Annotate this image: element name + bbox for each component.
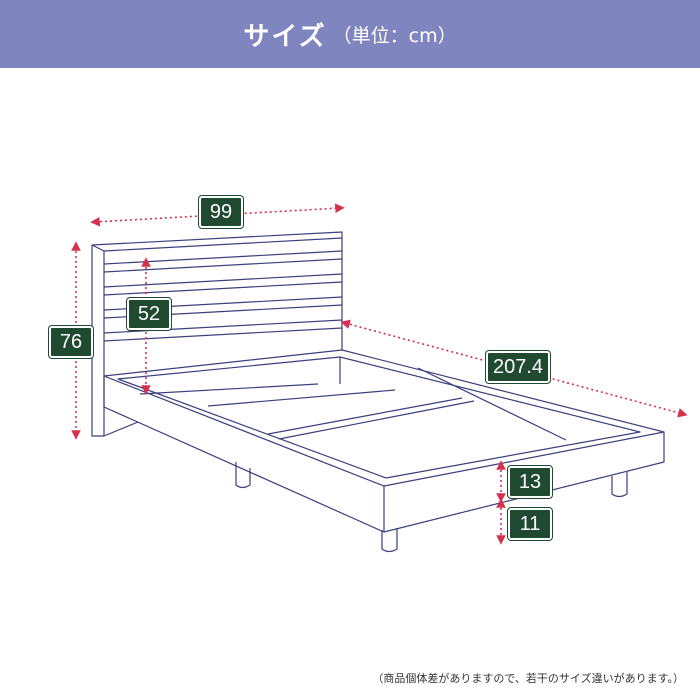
- frame-height-label: 13: [508, 466, 552, 498]
- width-label: 99: [199, 196, 243, 228]
- total-height-label: 76: [49, 326, 93, 358]
- headboard-height-label: 52: [127, 298, 171, 330]
- header-title: サイズ: [243, 21, 327, 52]
- width-arrow: [90, 203, 345, 227]
- header-unit: （単位：cm）: [332, 24, 457, 47]
- footnote: （商品個体差がありますので、若干のサイズ違いがあります。）: [372, 672, 684, 685]
- length-label: 207.4: [486, 351, 550, 383]
- bed-outline: [91, 231, 665, 553]
- leg-height-label: 11: [508, 508, 552, 540]
- header-bar: サイズ （単位：cm）: [0, 0, 700, 68]
